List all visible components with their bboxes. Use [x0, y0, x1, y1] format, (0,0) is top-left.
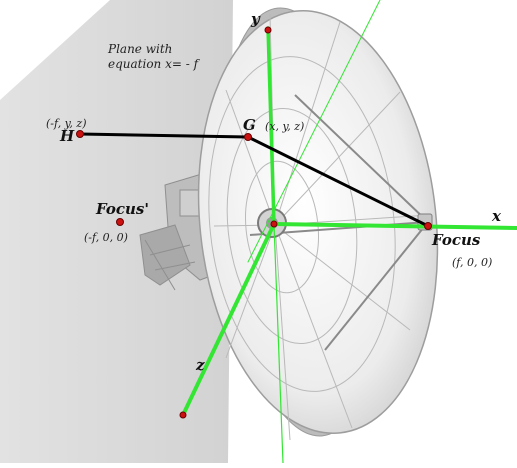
points	[76, 26, 432, 419]
point-g-label: G	[243, 116, 256, 134]
point-y-end	[264, 26, 272, 34]
focus-label: Focus	[431, 231, 481, 249]
axis-x-label: x	[491, 207, 502, 225]
point-g	[244, 133, 252, 141]
focus-coords: (f, 0, 0)	[452, 256, 492, 269]
plane-label-line2: equation x= - f	[108, 57, 201, 71]
axes	[181, 0, 517, 464]
distance-segments	[78, 132, 430, 228]
axis-z-label: z	[195, 356, 205, 374]
slanted-guide-line	[247, 0, 381, 263]
point-h-coords: (-f, y, z)	[46, 117, 87, 130]
z-axis	[181, 222, 276, 417]
point-hub	[270, 220, 278, 228]
focus-prime-label: Focus'	[95, 200, 149, 218]
point-focus	[424, 222, 432, 230]
point-h	[76, 130, 84, 138]
segment-h-g	[78, 132, 250, 139]
y-axis-thin	[273, 223, 284, 464]
plane-label-line1: Plane with	[107, 42, 172, 56]
directrix-plane	[0, 0, 233, 463]
point-z-end	[179, 411, 187, 419]
x-axis	[272, 222, 517, 230]
point-h-label: H	[59, 127, 75, 145]
segment-g-focus	[246, 135, 430, 228]
point-g-coords: (x, y, z)	[265, 120, 304, 133]
y-axis-thick	[266, 26, 276, 226]
axis-y-label: y	[250, 10, 261, 28]
parabolic-dish	[197, 10, 439, 441]
point-focus-prime	[116, 218, 124, 226]
focus-prime-coords: (-f, 0, 0)	[84, 231, 128, 244]
